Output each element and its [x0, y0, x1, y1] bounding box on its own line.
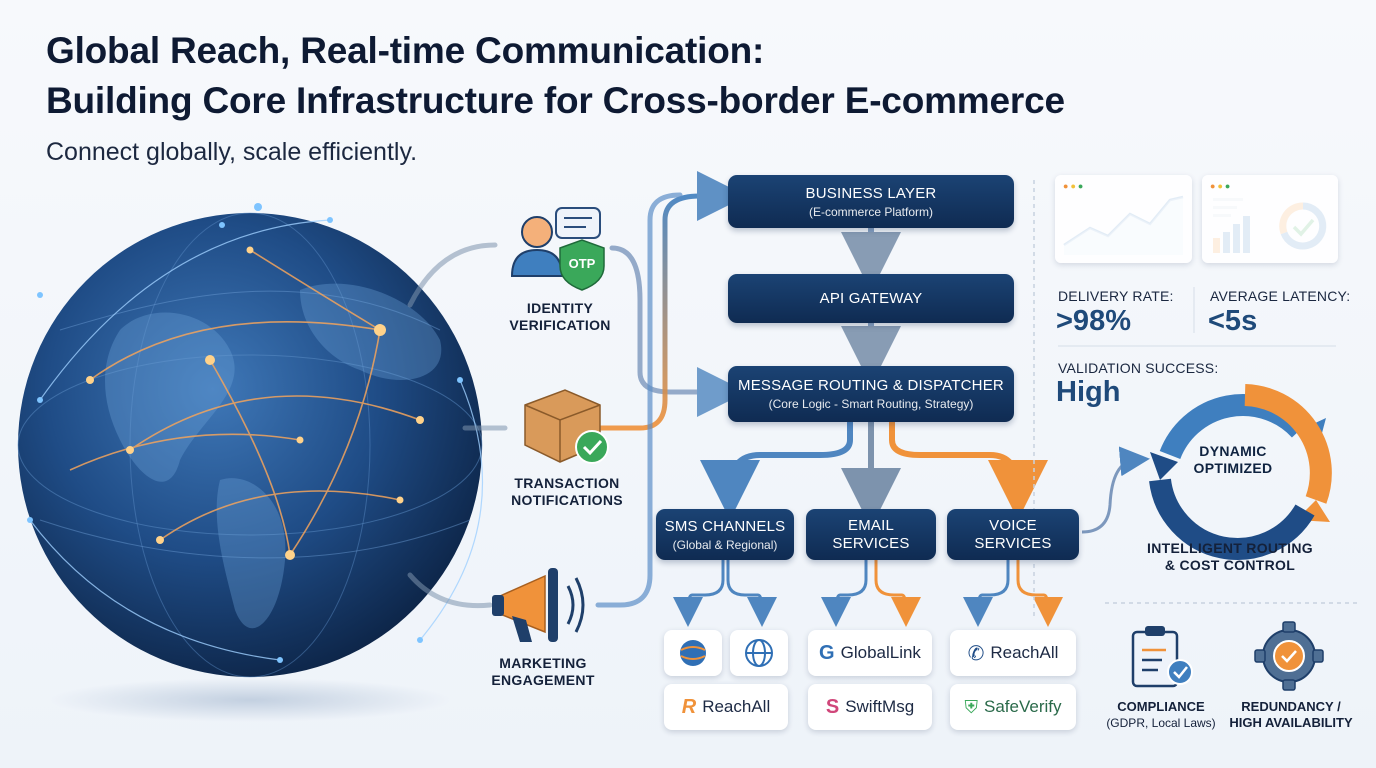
validation-success-label: VALIDATION SUCCESS: [1058, 360, 1219, 376]
marketing-engagement-label: MARKETING ENGAGEMENT [491, 655, 595, 688]
kpi-dashboard: ●●● [1202, 175, 1338, 263]
delivery-rate-value: >98% [1056, 305, 1131, 337]
identity-verification-label: IDENTITY VERIFICATION [509, 300, 611, 333]
validation-success-value: High [1056, 376, 1121, 408]
delivery-rate-label: DELIVERY RATE: [1058, 288, 1174, 304]
email-services-box: EMAIL SERVICES [806, 509, 936, 560]
megaphone-icon [492, 568, 585, 642]
intelligent-routing-caption: INTELLIGENT ROUTING & COST CONTROL [1147, 540, 1313, 573]
globe-logo-icon [680, 640, 706, 666]
voice-provider-safeverify-card: ⛨ SafeVerify [950, 684, 1076, 730]
message-routing-box: MESSAGE ROUTING & DISPATCHER (Core Logic… [728, 366, 1014, 422]
sms-provider-globe-card-1 [664, 630, 722, 676]
email-provider-globallink-card: G GlobalLink [808, 630, 932, 676]
business-layer-box: BUSINESS LAYER (E-commerce Platform) [728, 175, 1014, 228]
voice-services-box: VOICE SERVICES [947, 509, 1079, 560]
api-gateway-box: API GATEWAY [728, 274, 1014, 323]
compliance-label: COMPLIANCE (GDPR, Local Laws) [1106, 699, 1216, 730]
window-dots-icon: ●●● [1210, 181, 1233, 191]
email-provider-swiftmsg-card: S SwiftMsg [808, 684, 932, 730]
redundancy-label: REDUNDANCY / HIGH AVAILABILITY [1229, 699, 1353, 730]
sms-provider-reachall-card: R ReachAll [664, 684, 788, 730]
window-dots-icon: ●●● [1063, 181, 1086, 191]
average-latency-value: <5s [1208, 305, 1258, 337]
redundancy-gear-icon [1254, 621, 1324, 691]
compliance-clipboard-icon [1131, 626, 1193, 688]
page-subtitle: Connect globally, scale efficiently. [46, 138, 418, 166]
package-icon [524, 389, 609, 464]
phone-icon: ✆ [967, 642, 985, 665]
title-line-1: Global Reach, Real-time Communication: [46, 30, 765, 71]
shield-check-icon: ⛨ [964, 696, 979, 717]
swiftmsg-logo-icon: S [825, 695, 840, 718]
voice-provider-reachall-card: ✆ ReachAll [950, 630, 1076, 676]
average-latency-label: AVERAGE LATENCY: [1210, 288, 1351, 304]
sms-channels-box: SMS CHANNELS (Global & Regional) [656, 509, 794, 560]
cycle-arrows-icon [1149, 384, 1332, 560]
otp-badge: OTP [568, 256, 596, 271]
globallink-logo-icon: G [819, 641, 835, 664]
globe-illustration [17, 203, 484, 722]
title-line-2: Building Core Infrastructure for Cross-b… [46, 80, 1065, 121]
reachall-logo-icon: R [681, 695, 697, 718]
line-chart-dashboard: ●●● [1055, 175, 1192, 263]
transaction-notifications-label: TRANSACTION NOTIFICATIONS [511, 475, 623, 508]
dynamic-optimized-label: DYNAMIC OPTIMIZED [1193, 443, 1273, 476]
www-globe-icon [745, 639, 773, 667]
identity-user-icon [510, 207, 605, 291]
sms-provider-globe-card-2 [730, 630, 788, 676]
page-title: Global Reach, Real-time Communication: B… [46, 26, 1065, 126]
